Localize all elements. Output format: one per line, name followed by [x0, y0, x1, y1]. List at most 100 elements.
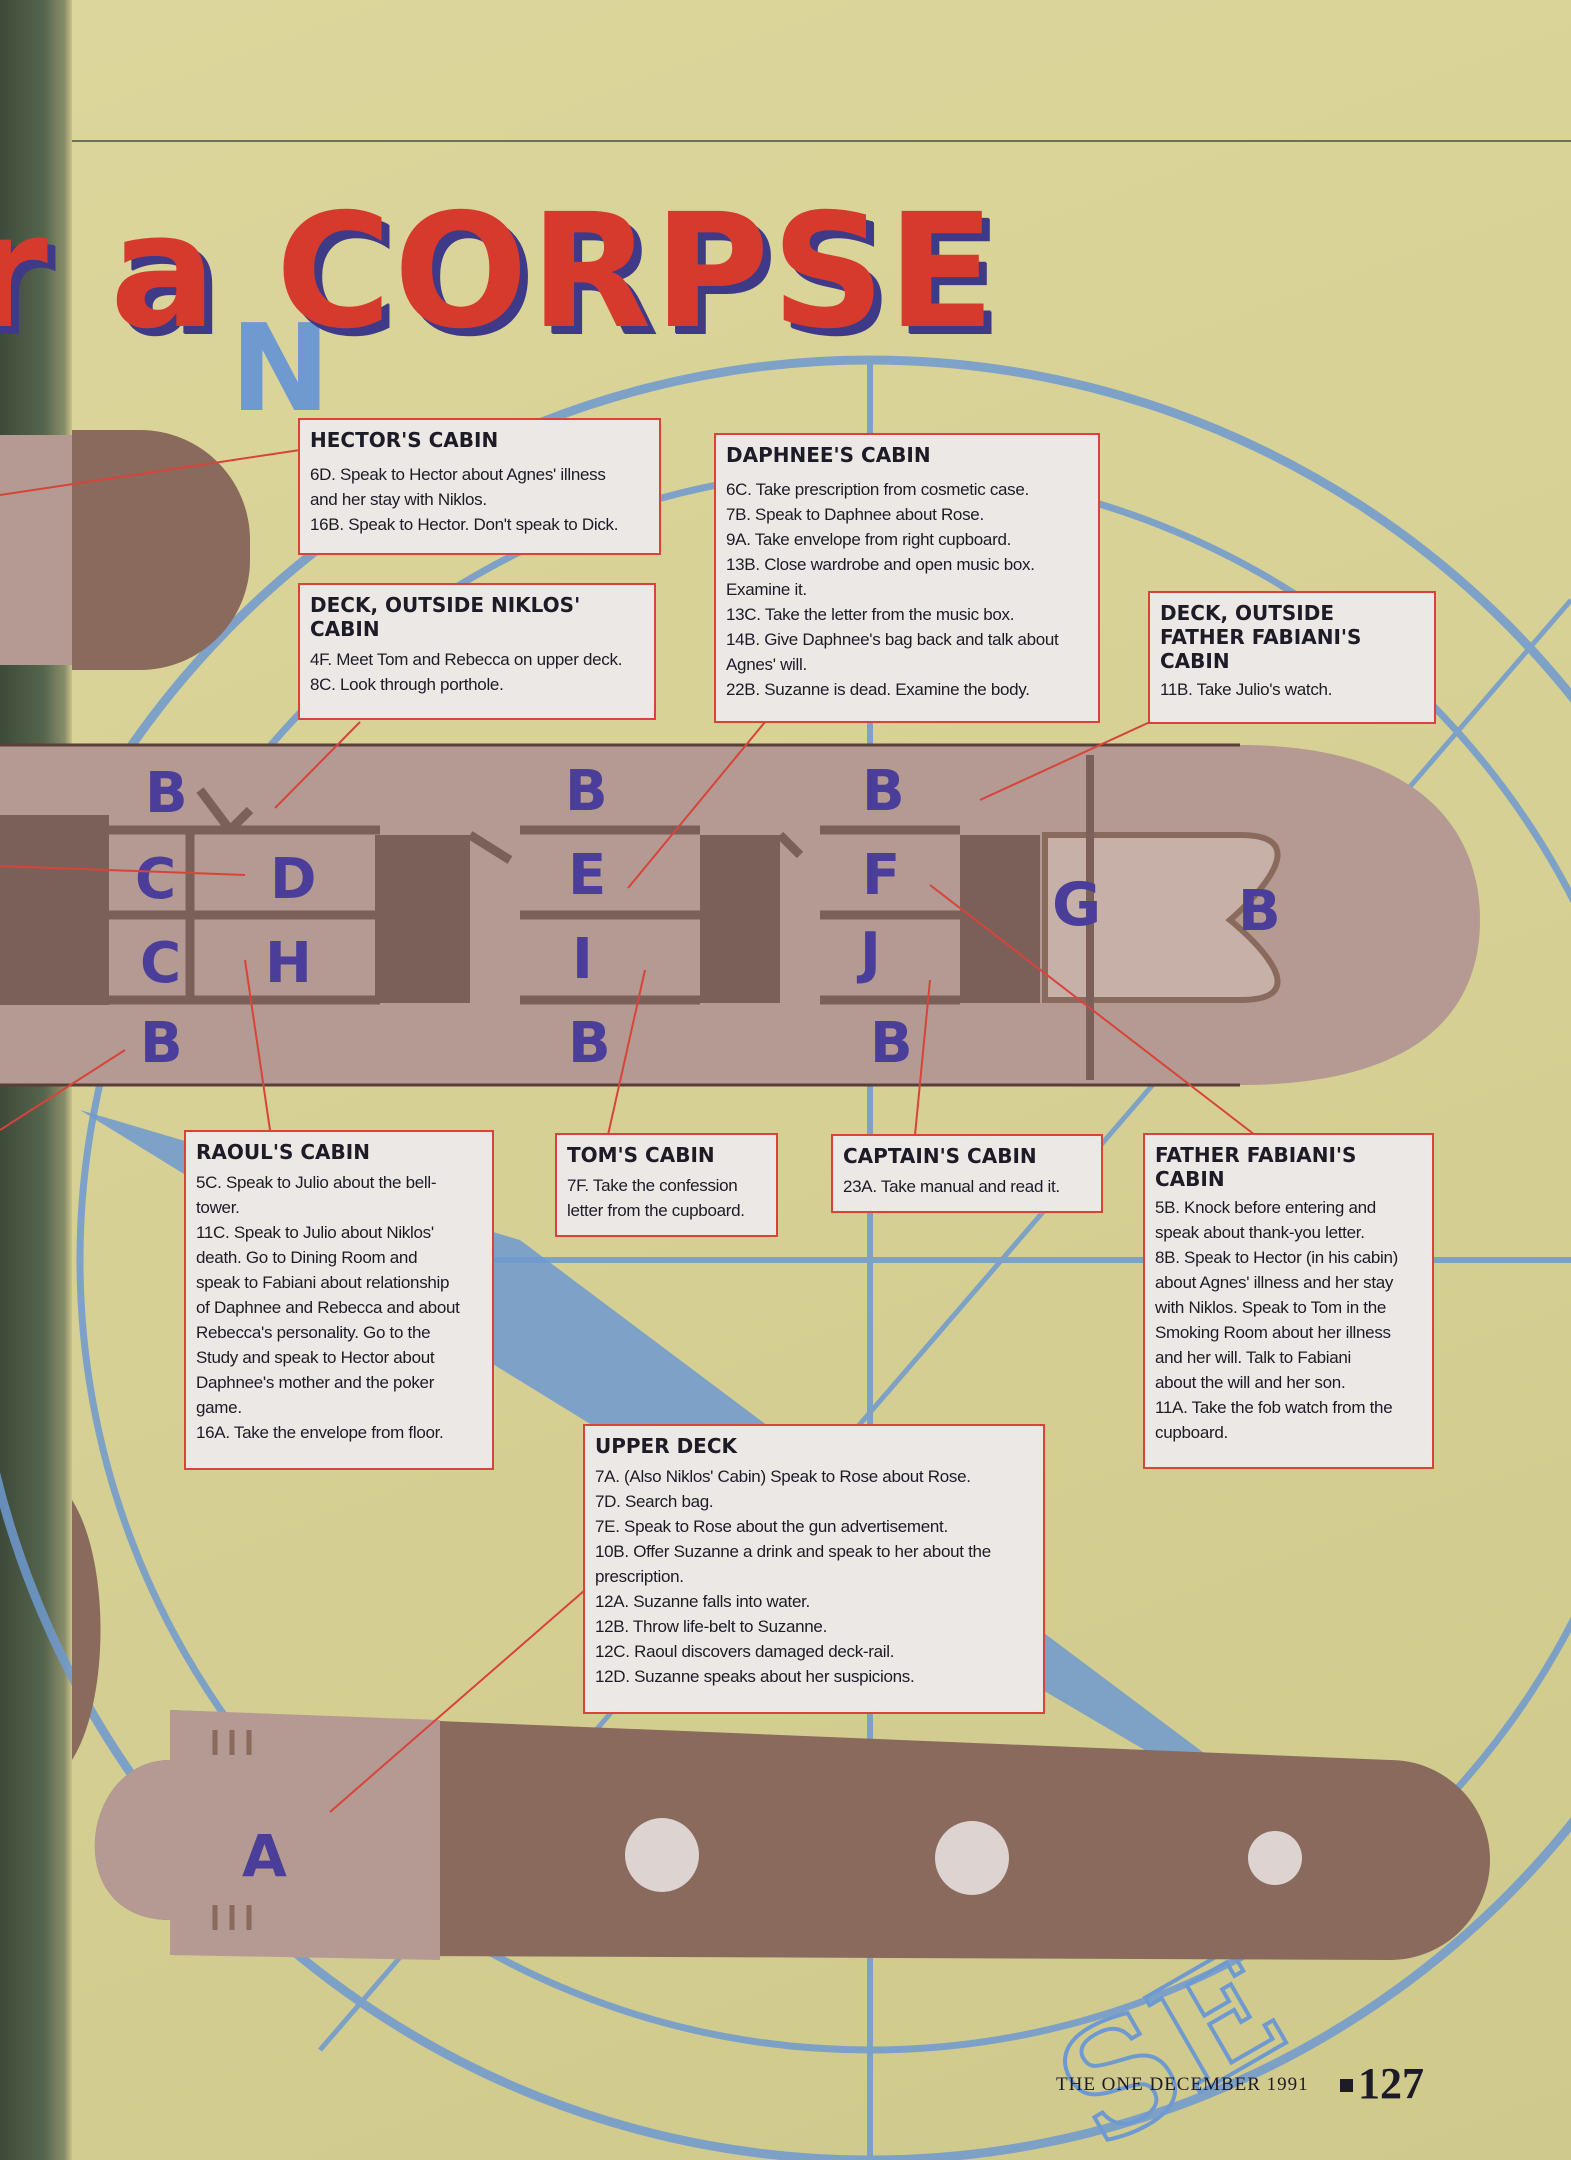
list-item: 16B. Speak to Hector. Don't speak to Dic…	[310, 515, 619, 534]
list-item: 7E. Speak to Rose about the gun advertis…	[595, 1517, 948, 1536]
list-item: 13B. Close wardrobe and open music box.	[726, 555, 1035, 574]
room-letter-c-2: C	[140, 931, 181, 996]
title-fragment-r: r	[0, 180, 50, 364]
list-item: 6C. Take prescription from cosmetic case…	[726, 480, 1029, 499]
box-list: 23A. Take manual and read it.	[843, 1174, 1091, 1199]
list-item: cupboard.	[1155, 1423, 1228, 1442]
room-letter-d: D	[270, 847, 316, 912]
room-letter-a: A	[242, 1822, 287, 1890]
box-list: 7F. Take the confession letter from the …	[567, 1173, 766, 1223]
list-item: letter from the cupboard.	[567, 1201, 745, 1220]
callout-lines	[0, 449, 1256, 1813]
list-item: 14B. Give Daphnee's bag back and talk ab…	[726, 630, 1059, 649]
box-list: 4F. Meet Tom and Rebecca on upper deck. …	[310, 647, 644, 697]
captain-cabin-box: CAPTAIN'S CABIN 23A. Take manual and rea…	[831, 1134, 1103, 1213]
list-item: 8B. Speak to Hector (in his cabin)	[1155, 1248, 1399, 1267]
room-letter-f: F	[862, 843, 900, 908]
room-letters: B C D C H B B E I B B F J B G B A	[135, 759, 1281, 1890]
tom-cabin-box: TOM'S CABIN 7F. Take the confession lett…	[555, 1133, 778, 1237]
box-title: CAPTAIN'S CABIN	[843, 1144, 1037, 1168]
room-letter-b-2: B	[140, 1011, 183, 1076]
list-item: 7B. Speak to Daphnee about Rose.	[726, 505, 984, 524]
list-item: speak to Fabiani about relationship	[196, 1273, 450, 1292]
room-letter-b-7: B	[1238, 879, 1281, 944]
footer-square-icon	[1340, 2079, 1353, 2092]
list-item: Agnes' will.	[726, 655, 807, 674]
room-letter-g: G	[1052, 870, 1101, 940]
list-item: 5C. Speak to Julio about the bell-	[196, 1173, 437, 1192]
raoul-cabin-box: RAOUL'S CABIN 5C. Speak to Julio about t…	[184, 1130, 494, 1470]
list-item: 8C. Look through porthole.	[310, 675, 504, 694]
room-letter-b-3: B	[565, 759, 608, 824]
page-number: 127	[1358, 2059, 1424, 2108]
upper-deck-box: UPPER DECK 7A. (Also Niklos' Cabin) Spea…	[583, 1424, 1045, 1714]
room-letter-c-1: C	[135, 847, 176, 912]
list-item: Daphnee's mother and the poker	[196, 1373, 435, 1392]
list-item: 11C. Speak to Julio about Niklos'	[196, 1223, 434, 1242]
list-item: 5B. Knock before entering and	[1155, 1198, 1376, 1217]
list-item: 12C. Raoul discovers damaged deck-rail.	[595, 1642, 895, 1661]
deck-niklos-box: DECK, OUTSIDE NIKLOS'CABIN 4F. Meet Tom …	[298, 583, 656, 720]
list-item: about the will and her son.	[1155, 1373, 1346, 1392]
list-item: 9A. Take envelope from right cupboard.	[726, 530, 1012, 549]
list-item: 16A. Take the envelope from floor.	[196, 1423, 444, 1442]
room-fragment-left	[72, 1500, 101, 1760]
room-letter-b-5: B	[862, 759, 905, 824]
list-item: 22B. Suzanne is dead. Examine the body.	[726, 680, 1030, 699]
list-item: of Daphnee and Rebecca and about	[196, 1298, 460, 1317]
box-list: 11B. Take Julio's watch.	[1160, 677, 1424, 702]
list-item: 12D. Suzanne speaks about her suspicions…	[595, 1667, 915, 1686]
list-item: and her stay with Niklos.	[310, 490, 487, 509]
room-letter-e: E	[568, 843, 606, 908]
box-list: 5B. Knock before entering and speak abou…	[1155, 1195, 1422, 1445]
list-item: 7D. Search bag.	[595, 1492, 714, 1511]
box-title: UPPER DECK	[595, 1434, 738, 1458]
list-item: 7A. (Also Niklos' Cabin) Speak to Rose a…	[595, 1467, 971, 1486]
list-item: about Agnes' illness and her stay	[1155, 1273, 1394, 1292]
top-rule	[72, 140, 1571, 142]
box-title: HECTOR'S CABIN	[310, 428, 499, 452]
room-letter-h: H	[265, 931, 312, 996]
list-item: death. Go to Dining Room and	[196, 1248, 418, 1267]
list-item: Study and speak to Hector about	[196, 1348, 435, 1367]
box-list: 6D. Speak to Hector about Agnes' illness…	[310, 462, 649, 537]
box-title: RAOUL'S CABIN	[196, 1140, 370, 1164]
box-title: DECK, OUTSIDE NIKLOS'CABIN	[310, 593, 581, 641]
room-fragment-top-inner	[0, 435, 72, 665]
box-title: DAPHNEE'S CABIN	[726, 443, 931, 467]
list-item: game.	[196, 1398, 242, 1417]
upper-deck-plan	[94, 1710, 1490, 1960]
list-item: 4F. Meet Tom and Rebecca on upper deck.	[310, 650, 623, 669]
magazine-issue: THE ONE DECEMBER 1991	[1056, 2074, 1309, 2095]
compass-letter-n: N	[230, 300, 330, 439]
room-letter-b-1: B	[145, 761, 188, 826]
list-item: 6D. Speak to Hector about Agnes' illness	[310, 465, 606, 484]
room-letter-i: I	[572, 927, 593, 992]
list-item: and her will. Talk to Fabiani	[1155, 1348, 1352, 1367]
list-item: tower.	[196, 1198, 240, 1217]
list-item: Examine it.	[726, 580, 807, 599]
room-letter-b-6: B	[870, 1011, 913, 1076]
list-item: Rebecca's personality. Go to the	[196, 1323, 431, 1342]
list-item: Smoking Room about her illness	[1155, 1323, 1391, 1342]
list-item: 11A. Take the fob watch from the	[1155, 1398, 1393, 1417]
list-item: 7F. Take the confession	[567, 1176, 738, 1195]
box-title: TOM'S CABIN	[567, 1143, 715, 1167]
room-fragment-top	[72, 430, 250, 670]
list-item: 11B. Take Julio's watch.	[1160, 680, 1333, 699]
list-item: 12B. Throw life-belt to Suzanne.	[595, 1617, 828, 1636]
list-item: prescription.	[595, 1567, 684, 1586]
room-letter-j: J	[856, 921, 881, 986]
list-item: 13C. Take the letter from the music box.	[726, 605, 1015, 624]
box-list: 5C. Speak to Julio about the bell- tower…	[196, 1170, 482, 1445]
daphnee-cabin-box: DAPHNEE'S CABIN 6C. Take prescription fr…	[714, 433, 1100, 723]
box-list: 7A. (Also Niklos' Cabin) Speak to Rose a…	[595, 1464, 1033, 1689]
page-footer: THE ONE DECEMBER 1991 127	[1056, 2059, 1526, 2108]
list-item: speak about thank-you letter.	[1155, 1223, 1365, 1242]
box-list: 6C. Take prescription from cosmetic case…	[726, 477, 1088, 702]
